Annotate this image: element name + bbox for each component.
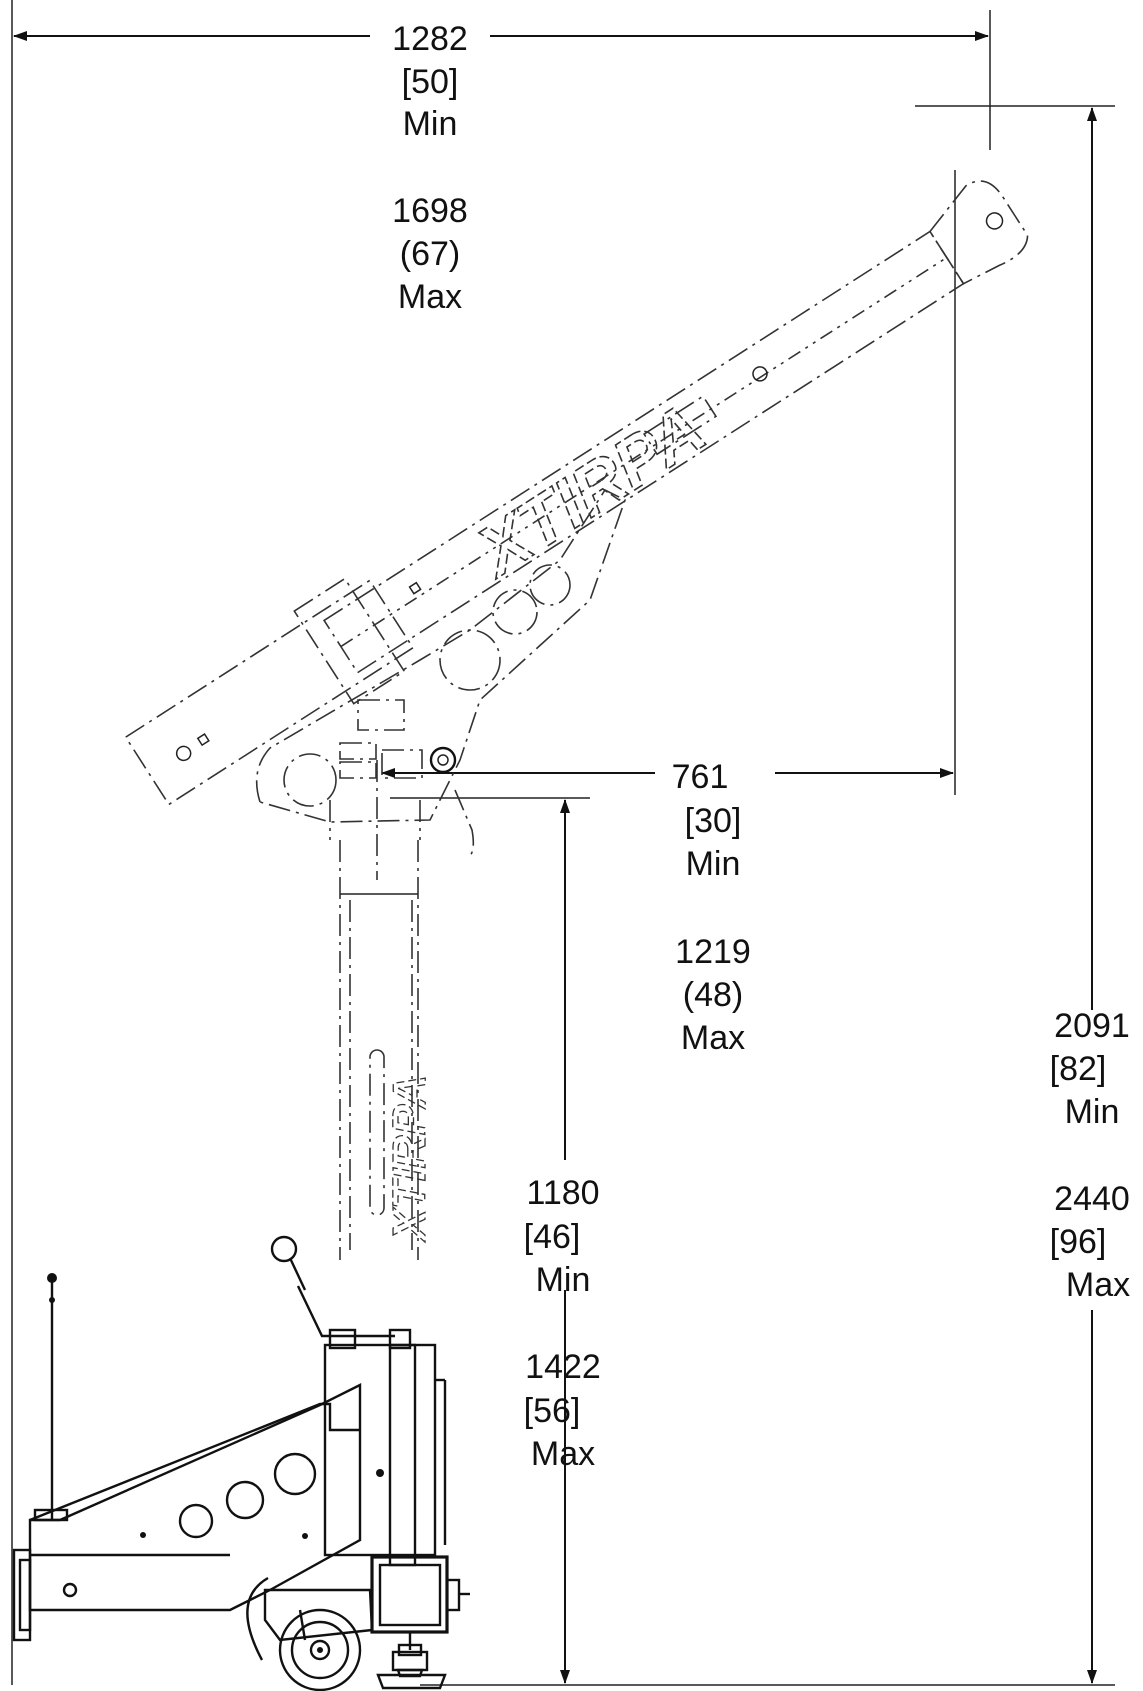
mast-height-max-label: Max xyxy=(531,1435,595,1473)
reach-inches: [30] xyxy=(685,802,742,840)
label-overall-height-min: 2091 [82] Min xyxy=(1050,1007,1130,1131)
leveling-foot xyxy=(376,1632,447,1690)
top-width-max-value: 1698 xyxy=(392,192,468,230)
top-width-value: 1282 xyxy=(392,20,468,58)
top-width-max-inches: (67) xyxy=(400,235,460,273)
top-width-label: Min xyxy=(403,105,458,143)
dimension-mast-height xyxy=(390,797,590,1684)
label-overall-height-max: 2440 [96] Max xyxy=(1050,1180,1130,1304)
boom-mount-plate xyxy=(255,488,626,859)
caster-wheel xyxy=(246,1576,374,1691)
overall-height-value: 2091 xyxy=(1054,1007,1130,1045)
mast-height-value: 1180 xyxy=(526,1174,599,1212)
mast-height-max-value: 1422 xyxy=(525,1348,601,1386)
reach-max-inches: (48) xyxy=(683,976,743,1014)
boom-arm: XTIRPA xyxy=(124,180,1029,806)
label-top-width-min: 1282 [50] Min xyxy=(392,20,468,143)
label-mast-height-max: 1422 [56] Max xyxy=(524,1348,601,1473)
label-mast-height-min: 1180 [46] Min xyxy=(524,1174,600,1299)
mast-logo: XTIRPA xyxy=(383,1075,435,1243)
base-frame xyxy=(12,1235,470,1642)
reach-max-value: 1219 xyxy=(675,933,751,971)
pin-rod xyxy=(33,1273,69,1522)
boom-logo: XTIRPA xyxy=(461,389,718,593)
reach-value: 761 xyxy=(672,758,729,796)
reach-max-label: Max xyxy=(681,1019,745,1057)
dimension-top-width xyxy=(11,0,991,1685)
overall-height-max-value: 2440 xyxy=(1054,1180,1130,1218)
mast-height-inches: [46] xyxy=(524,1218,581,1256)
overall-height-label: Min xyxy=(1065,1093,1120,1131)
mast-height-label: Min xyxy=(536,1261,591,1299)
mast-extended: XTIRPA xyxy=(329,760,436,1260)
overall-height-max-label: Max xyxy=(1066,1266,1130,1304)
label-top-width-max: 1698 (67) Max xyxy=(392,192,468,316)
mast-height-max-inches: [56] xyxy=(524,1392,581,1430)
top-width-inches: [50] xyxy=(402,63,459,101)
dimension-reach xyxy=(381,170,956,795)
reach-label: Min xyxy=(686,845,741,883)
dimension-overall-height xyxy=(420,105,1115,1686)
overall-height-inches: [82] xyxy=(1050,1050,1107,1088)
overall-height-max-inches: [96] xyxy=(1050,1223,1107,1261)
label-reach-max: 1219 (48) Max xyxy=(675,933,751,1057)
label-reach-min: 761 [30] Min xyxy=(672,758,742,883)
top-width-max-label: Max xyxy=(398,278,462,316)
